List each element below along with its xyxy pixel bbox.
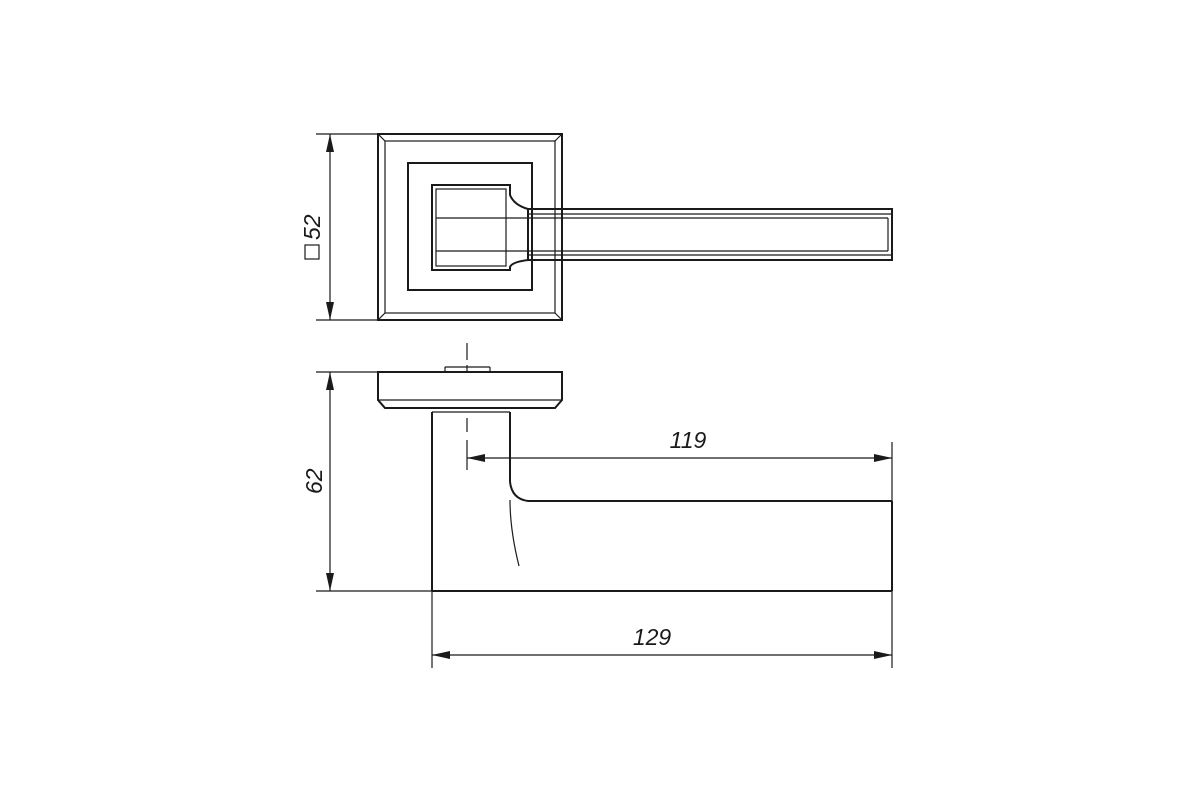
rosette-inner-frame [407,162,533,291]
dimension-overall-length: 129 [431,591,893,668]
handle-neck [431,184,529,271]
lever-top [436,208,893,261]
dimension-label-119: 119 [670,427,707,453]
dimension-lever-length: 119 [467,427,893,501]
dimension-label-52: 52 [299,214,325,240]
top-view: 52 [299,133,893,321]
side-view: 62 119 129 [301,343,893,668]
dimension-label-62: 62 [301,468,327,494]
lever-side [431,412,893,592]
dimension-rosette-size: 52 [299,133,378,321]
dimension-label-129: 129 [633,624,672,650]
rosette-square [377,133,563,321]
dimension-height: 62 [301,371,432,592]
rosette-side [377,366,563,413]
square-symbol-icon [304,244,320,260]
